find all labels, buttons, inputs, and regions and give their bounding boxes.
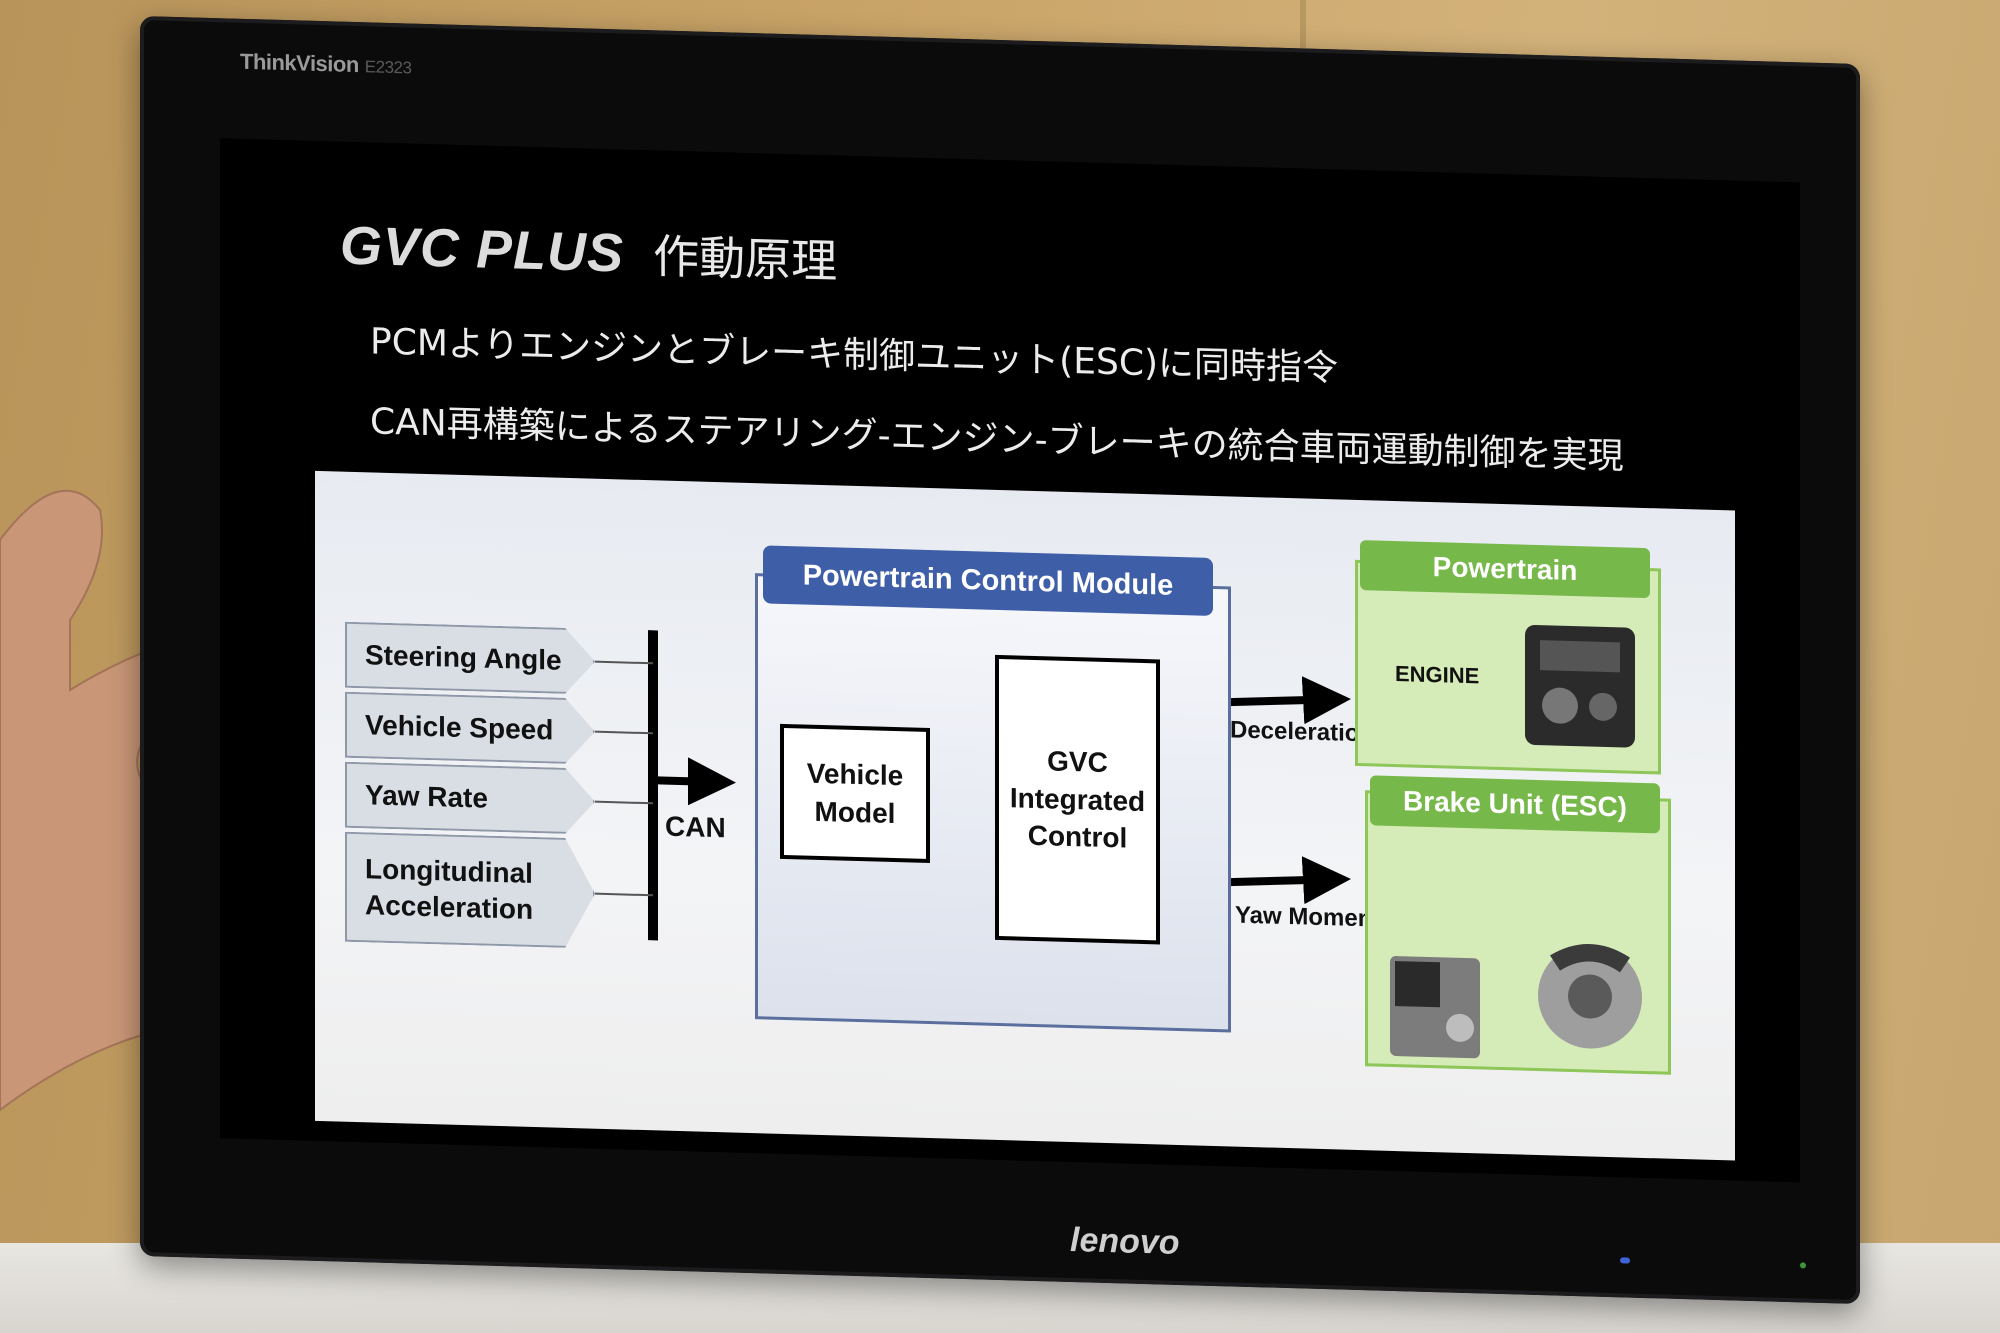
vehicle-model-box: Vehicle Model <box>780 723 930 864</box>
engine-icon <box>1525 624 1635 748</box>
slide-bullet-2: CAN再構築によるステアリング-エンジン-ブレーキの統合車両運動制御を実現 <box>370 401 1624 478</box>
lenovo-logo: lenovo <box>1070 1220 1180 1263</box>
can-arrow <box>657 757 736 806</box>
yaw-moment-label: Yaw Moment <box>1235 901 1381 933</box>
system-diagram: Steering Angle Vehicle Speed Yaw Rate Lo… <box>315 470 1735 1161</box>
can-label: CAN <box>665 810 726 844</box>
slide-title: GVC PLUS 作動原理 <box>340 212 837 292</box>
deceleration-label: Deceleration <box>1230 716 1375 748</box>
gvc-plus-logo: GVC PLUS <box>340 215 625 284</box>
brake-header: Brake Unit (ESC) <box>1370 775 1660 834</box>
title-jp: 作動原理 <box>653 229 838 289</box>
slide-bullet-1: PCMよりエンジンとブレーキ制御ユニット(ESC)に同時指令 <box>370 321 1339 390</box>
brake-disc-icon <box>1538 943 1642 1049</box>
engine-label: ENGINE <box>1395 661 1480 689</box>
powertrain-header: Powertrain <box>1360 540 1650 599</box>
brand-name: ThinkVision <box>240 48 359 78</box>
status-led <box>1800 1262 1806 1269</box>
screen: GVC PLUS 作動原理 PCMよりエンジンとブレーキ制御ユニット(ESC)に… <box>220 138 1800 1183</box>
esc-module-icon <box>1390 956 1480 1059</box>
model-name: E2323 <box>364 57 412 78</box>
gvc-integrated-control-box: GVC Integrated Control <box>995 654 1160 945</box>
power-led <box>1620 1257 1630 1264</box>
